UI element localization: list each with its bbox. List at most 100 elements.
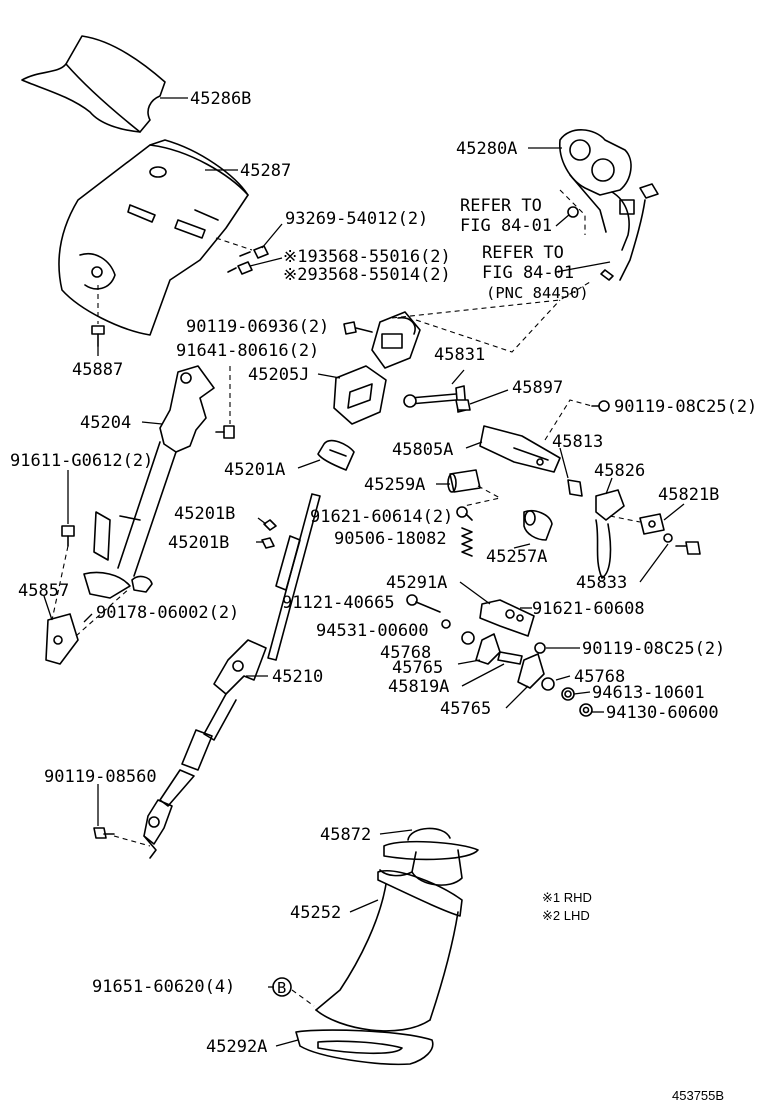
leader-45805A	[465, 441, 483, 449]
label-91651: 91651-60620(4)	[92, 977, 235, 997]
bolt-90119-08560-part	[93, 827, 115, 839]
bushing-45259A-part	[447, 469, 481, 493]
label-90119-06936: 90119-06936(2)	[186, 317, 329, 337]
label-91611: 91611-G0612(2)	[10, 451, 153, 471]
leader-45765a	[457, 659, 481, 665]
label-45805A: 45805A	[392, 440, 453, 460]
dash-91611	[51, 545, 69, 621]
bolt-90119-06936-part	[343, 321, 373, 335]
bolt-91641-part	[215, 425, 235, 439]
bolt-45833-part	[663, 533, 701, 555]
label-45831: 45831	[434, 345, 485, 365]
label-91121: 91121-40665	[282, 593, 395, 613]
label-45210: 45210	[272, 667, 323, 687]
label-93269: 93269-54012(2)	[285, 209, 428, 229]
leader-45292A	[275, 1039, 299, 1047]
bolt-90119-08C25a-part	[591, 400, 610, 412]
marker-b-label: B	[277, 979, 286, 997]
bushing-45201B-b-part	[261, 537, 275, 549]
label-45291A: 45291A	[386, 573, 447, 593]
dash-45259A	[463, 485, 502, 507]
label-91641: 91641-80616(2)	[176, 341, 319, 361]
bracket-45805A-part	[479, 425, 561, 473]
leader-45833	[639, 543, 669, 583]
leader-45831	[451, 369, 465, 385]
bolt-90119-08C25b-part	[534, 642, 546, 654]
leader-refer1	[555, 213, 571, 227]
leader-45819A	[461, 663, 505, 687]
bushing-45257A-part	[523, 509, 553, 541]
bushing-45765b-part	[517, 653, 545, 689]
leader-45872	[379, 829, 413, 835]
dash-switch-b	[415, 299, 561, 353]
leader-45826	[605, 477, 613, 495]
diagram-code: 453755B	[672, 1088, 724, 1103]
bolt-91621-60614-part	[456, 506, 473, 521]
collar-45768b-part	[541, 677, 555, 691]
ignition-switch-part	[559, 129, 659, 281]
label-90119-08C25b: 90119-08C25(2)	[582, 639, 725, 659]
dash-90119-08560	[113, 835, 151, 847]
label-45897: 45897	[512, 378, 563, 398]
nut-90178-part	[131, 575, 153, 593]
label-45259A: 45259A	[364, 475, 425, 495]
screw-45887-part	[91, 325, 105, 347]
label-45204: 45204	[80, 413, 131, 433]
steering-shaft-45210-part	[143, 493, 321, 859]
label-45765b: 45765	[440, 699, 491, 719]
leader-refer2	[555, 261, 611, 273]
leader-90178	[83, 613, 93, 623]
dash-91651	[291, 989, 315, 1007]
label-90506: 90506-18082	[334, 529, 447, 549]
boot-45872-part	[379, 827, 479, 886]
bracket-45291A-part	[479, 599, 535, 637]
label-45826: 45826	[594, 461, 645, 481]
label-193568: ※193568-55016(2)	[283, 247, 451, 267]
label-45833: 45833	[576, 573, 627, 593]
leader-45204	[141, 421, 163, 425]
label-94130: 94130-60600	[606, 703, 719, 723]
leader-45821B	[663, 503, 685, 521]
bushing-45201B-a-part	[263, 519, 277, 531]
leader-193568	[249, 257, 283, 267]
nut-94130-part	[579, 703, 593, 717]
refer2-line2: FIG 84-01	[482, 263, 574, 283]
leader-45291A	[459, 581, 491, 605]
label-45257A: 45257A	[486, 547, 547, 567]
label-90178: 90178-06002(2)	[96, 603, 239, 623]
leader-45813	[559, 447, 569, 479]
leader-45201A	[297, 459, 321, 469]
leader-45768b	[555, 675, 571, 681]
collar-45768a-part	[461, 631, 475, 645]
leader-45897	[469, 389, 509, 405]
label-45857: 45857	[18, 581, 69, 601]
note-rhd: ※1 RHD	[542, 890, 592, 905]
bolt-91611-part	[61, 525, 75, 547]
dash-93269	[215, 237, 253, 251]
gasket-45292A-part	[295, 1029, 434, 1066]
refer2-line3: (PNC 84450)	[486, 284, 589, 302]
leader-45857	[43, 595, 53, 621]
nut-45897-part	[455, 399, 471, 411]
switch-screw-part	[567, 206, 579, 218]
bracket-45205J-part	[333, 311, 421, 425]
label-91621-60614: 91621-60614(2)	[310, 507, 453, 527]
label-45768b: 45768	[574, 667, 625, 687]
leader-45252	[349, 899, 379, 913]
leader-93269	[261, 223, 283, 249]
note-lhd: ※2 LHD	[542, 908, 590, 923]
refer1-line2: FIG 84-01	[460, 216, 552, 236]
leader-45205J	[317, 373, 341, 379]
label-293568: ※293568-55014(2)	[283, 265, 451, 285]
dash-switch-a	[391, 281, 591, 319]
cover-upper-part	[21, 35, 166, 133]
label-45872: 45872	[320, 825, 371, 845]
label-45252: 45252	[290, 903, 341, 923]
cover-45252-part	[315, 870, 463, 1032]
dash-90119-08C25a	[544, 399, 593, 441]
label-45765a: 45765	[392, 658, 443, 678]
label-90119-08C25a: 90119-08C25(2)	[614, 397, 757, 417]
label-45201B-a: 45201B	[174, 504, 235, 524]
label-45205J: 45205J	[248, 365, 309, 385]
